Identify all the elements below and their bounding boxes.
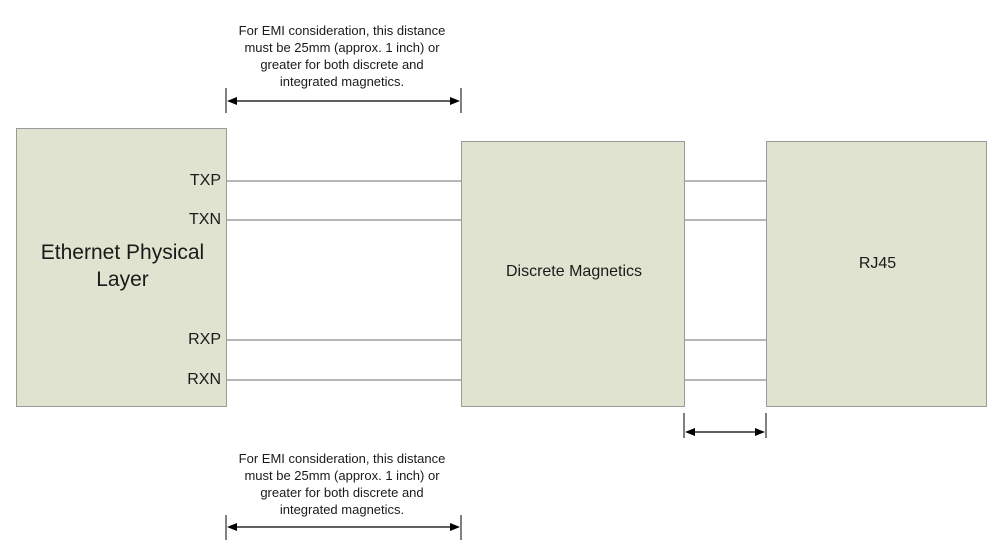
emi-note-top-line1: For EMI consideration, this distance xyxy=(238,23,446,38)
emi-note-top-line2: must be 25mm (approx. 1 inch) or xyxy=(244,40,440,55)
emi-note-bottom-line3: greater for both discrete and xyxy=(260,485,424,500)
emi-note-bottom-line2: must be 25mm (approx. 1 inch) or xyxy=(244,468,440,483)
emi-note-top-line3: greater for both discrete and xyxy=(260,57,424,72)
top-distance-arrow xyxy=(225,88,462,113)
pin-txn-label: TXN xyxy=(189,211,221,228)
discrete-magnetics-block: Discrete Magnetics xyxy=(461,141,685,407)
ethernet-phy-title-line2: Layer xyxy=(96,268,149,291)
pin-txp-label: TXP xyxy=(189,172,221,189)
ethernet-phy-block: Ethernet Physical Layer TXP TXN RXP RXN xyxy=(16,128,227,407)
emi-note-bottom-line4: integrated magnetics. xyxy=(279,502,405,517)
pin-rxp-label: RXP xyxy=(188,331,221,348)
rj45-block: RJ45 xyxy=(766,141,987,407)
emi-note-bottom-line1: For EMI consideration, this distance xyxy=(238,451,446,466)
magnetics-rj45-distance-arrow xyxy=(683,413,767,438)
emi-note-bottom: For EMI consideration, this distance mus… xyxy=(212,450,472,518)
discrete-magnetics-title: Discrete Magnetics xyxy=(505,263,643,280)
rj45-title: RJ45 xyxy=(858,255,897,272)
pin-rxn-label: RXN xyxy=(187,371,221,388)
ethernet-phy-title-line1: Ethernet Physical xyxy=(40,241,205,264)
bottom-distance-arrow xyxy=(225,515,462,540)
emi-note-top: For EMI consideration, this distance mus… xyxy=(212,22,472,90)
ethernet-phy-title: Ethernet Physical Layer xyxy=(17,239,228,293)
emi-note-top-line4: integrated magnetics. xyxy=(279,74,405,89)
